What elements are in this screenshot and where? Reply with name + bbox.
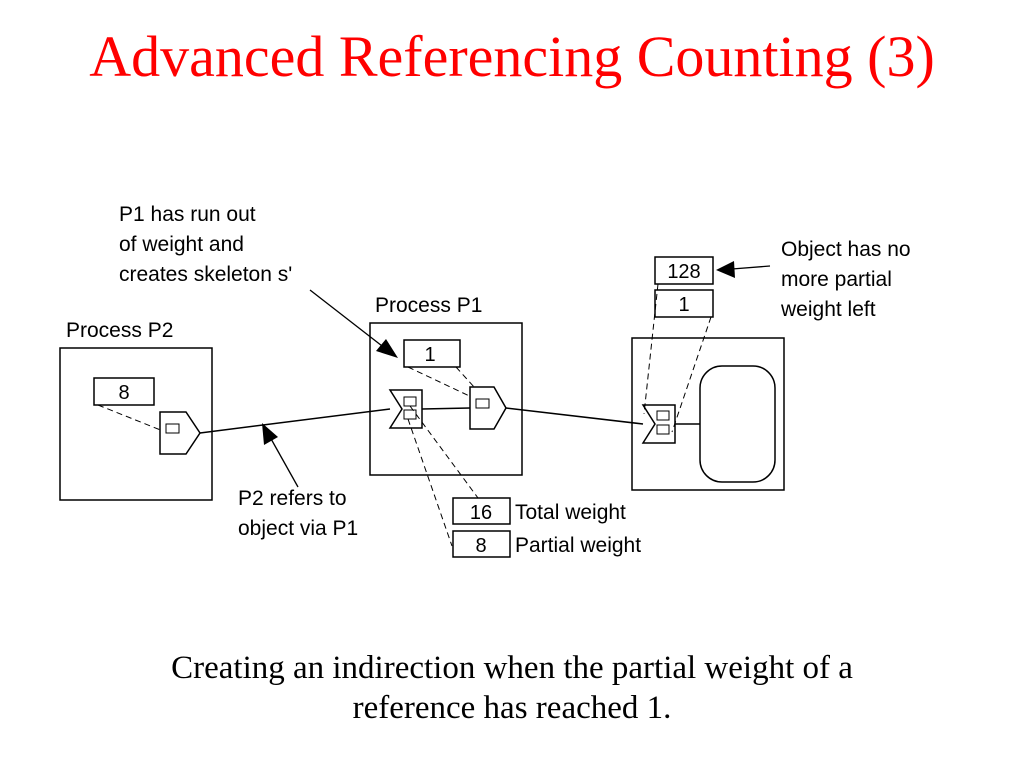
object-weight-link-left xyxy=(643,283,659,415)
note-p1-pointer xyxy=(309,289,387,350)
p2-proxy-slot xyxy=(165,423,180,434)
p1-skeleton-slot-total xyxy=(403,396,417,407)
p2-weight-box xyxy=(93,377,155,406)
p1-weight-link-2 xyxy=(407,366,481,402)
note-p1-line-1: P1 has run out xyxy=(119,203,256,226)
process-p1-label: Process P1 xyxy=(375,294,482,317)
object-shape xyxy=(699,365,776,483)
reference-p2-to-p1 xyxy=(199,408,391,434)
note-p1-line-3: creates skeleton s' xyxy=(119,263,292,286)
note-p2-line-1: P2 refers to xyxy=(238,487,347,510)
object-total-weight-value: 128 xyxy=(667,261,700,283)
note-p2-arrowhead xyxy=(262,423,278,445)
note-object-line-1: Object has no xyxy=(781,238,911,261)
p2-weight-link xyxy=(97,404,164,432)
legend-total-label: Total weight xyxy=(515,501,626,524)
p2-weight-value: 8 xyxy=(118,382,129,404)
caption-line-2: reference has reached 1. xyxy=(352,690,672,726)
p1-skeleton xyxy=(388,389,423,429)
legend-total-box xyxy=(452,497,511,525)
process-p1-box xyxy=(369,322,523,476)
caption-line-1: Creating an indirection when the partial… xyxy=(171,650,853,686)
slide-caption: Creating an indirection when the partial… xyxy=(62,648,962,728)
note-p2-line-2: object via P1 xyxy=(238,517,358,540)
p1-skeleton-weight-box xyxy=(403,339,461,368)
legend-partial-box xyxy=(452,530,511,558)
reference-p1-to-object xyxy=(505,407,644,425)
object-skeleton-slot-total xyxy=(656,410,670,421)
p1-proxy-slot xyxy=(475,398,490,409)
p2-proxy xyxy=(159,411,201,455)
slide-title: Advanced Referencing Counting (3) xyxy=(89,24,935,89)
object-partial-weight-value: 1 xyxy=(678,294,689,316)
object-skeleton-slot-partial xyxy=(656,424,670,435)
p1-skeleton-weight-value: 1 xyxy=(424,344,435,366)
object-partial-weight-box xyxy=(654,289,714,318)
note-p2: P2 refers to object via P1 xyxy=(238,487,358,540)
object-weight-link-right xyxy=(671,316,712,433)
legend-link-total xyxy=(409,405,479,499)
legend-link-partial xyxy=(407,418,453,547)
object-total-weight-box xyxy=(654,256,714,285)
process-p2-label: Process P2 xyxy=(66,319,173,342)
p1-skeleton-slot-partial xyxy=(403,409,417,420)
legend-total-value: 16 xyxy=(470,502,492,524)
process-p2-box xyxy=(59,347,213,501)
note-object-line-3: weight left xyxy=(780,298,876,321)
note-object: Object has no more partial weight left xyxy=(780,238,916,321)
object-process-box xyxy=(631,337,785,491)
note-p1: P1 has run out of weight and creates ske… xyxy=(119,203,292,286)
note-object-pointer xyxy=(731,265,771,270)
p1-internal-link xyxy=(421,407,471,410)
note-p1-arrowhead xyxy=(376,339,398,358)
note-object-line-2: more partial xyxy=(781,268,892,291)
note-p1-line-2: of weight and xyxy=(119,233,244,256)
note-p2-pointer xyxy=(269,436,299,488)
note-object-arrowhead xyxy=(716,261,735,278)
legend-partial-label: Partial weight xyxy=(515,534,641,557)
legend-partial-value: 8 xyxy=(475,535,486,557)
